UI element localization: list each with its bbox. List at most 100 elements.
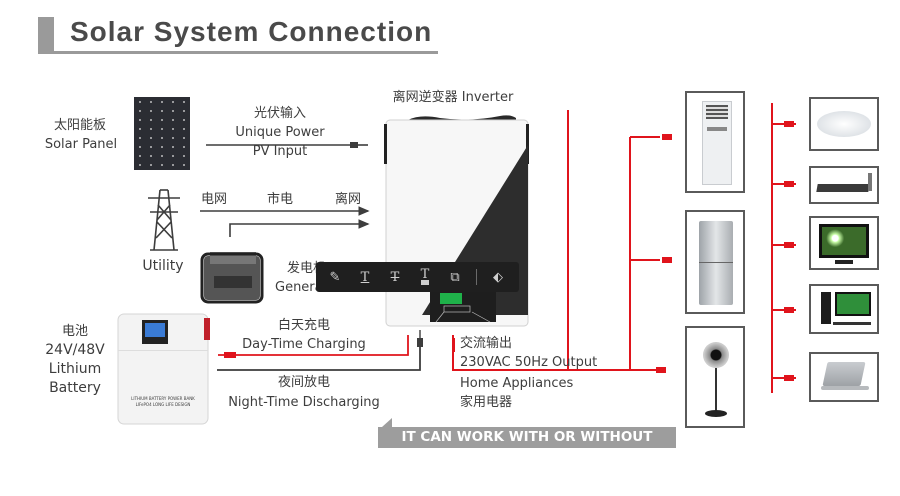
generator-icon — [200, 252, 264, 304]
inverter-label: 离网逆变器 Inverter — [392, 90, 514, 105]
solar-cell — [139, 110, 141, 112]
appliance-desktop-computer — [809, 284, 879, 334]
solar-cell — [183, 119, 185, 121]
night-discharging-line — [217, 330, 423, 371]
battery-print-2: LIFePO4 LONG LIFE DESIGN — [135, 402, 191, 407]
ac-plugs-left — [656, 134, 672, 373]
pv-input-line — [206, 142, 368, 148]
battery-label-zh: 电池 — [61, 324, 88, 339]
text-replace-icon: T — [420, 268, 430, 285]
solar-panel-label-zh: 太阳能板 — [53, 118, 106, 133]
battery-voltage-label: 24V/48V — [45, 342, 105, 358]
air-conditioner-icon — [702, 101, 732, 185]
battery-print-1: LITHIUM BATTERY POWER BANK — [131, 396, 195, 401]
solar-cell — [172, 137, 174, 139]
solar-cell — [161, 119, 163, 121]
appliance-laptop — [809, 352, 879, 402]
utility-line-label-mains: 市电 — [266, 192, 293, 207]
annotation-toolbar: ✎ T T T ⧉ ⬖ — [316, 262, 519, 292]
solar-cell — [183, 128, 185, 130]
ceiling-light-icon — [817, 111, 871, 137]
underline-button[interactable]: T — [350, 262, 380, 292]
solar-cell — [183, 101, 185, 103]
solar-cell — [139, 155, 141, 157]
solar-cell — [172, 164, 174, 166]
highlight-button[interactable]: ✎ — [320, 262, 350, 292]
solar-cell — [150, 164, 152, 166]
appliance-television — [809, 216, 879, 270]
solar-cell — [150, 101, 152, 103]
pv-input-label-en-1: Unique Power — [235, 125, 325, 140]
day-charging-label-en: Day-Time Charging — [242, 337, 366, 352]
solar-cell — [150, 155, 152, 157]
night-discharging-label-zh: 夜间放电 — [277, 375, 330, 390]
pv-input-label-zh: 光伏输入 — [253, 106, 306, 121]
day-charging-label-zh: 白天充电 — [277, 318, 330, 333]
tag-button[interactable]: ⬖ — [483, 262, 513, 292]
battery-type-label-1: Lithium — [48, 361, 102, 377]
solar-panel-icon — [134, 97, 190, 170]
solar-cell — [172, 101, 174, 103]
solar-cell — [139, 146, 141, 148]
appliance-dvd-player — [809, 166, 879, 204]
inverter-icon — [384, 115, 529, 327]
replace-text-button[interactable]: T — [410, 262, 440, 292]
title-underline — [38, 51, 438, 54]
ac-output-label-en: 230VAC 50Hz Output — [460, 355, 598, 370]
solar-cell — [172, 146, 174, 148]
copy-icon: ⧉ — [450, 269, 460, 285]
power-tower-icon — [148, 189, 180, 251]
solar-cell — [161, 155, 163, 157]
solar-cell — [139, 101, 141, 103]
solar-cell — [150, 119, 152, 121]
solar-cell — [139, 119, 141, 121]
home-appliances-label-en: Home Appliances — [460, 376, 574, 391]
text-strikethrough-icon: T — [390, 269, 400, 285]
generator-line — [229, 219, 370, 237]
solar-cell — [183, 146, 185, 148]
appliance-refrigerator — [685, 210, 745, 314]
solar-cell — [150, 110, 152, 112]
pen-icon: ✎ — [329, 269, 341, 285]
appliance-air-conditioner — [685, 91, 745, 193]
solar-cell — [139, 128, 141, 130]
refrigerator-icon — [699, 221, 733, 305]
solar-panel-label-en: Solar Panel — [44, 137, 118, 152]
utility-label: Utility — [142, 258, 184, 274]
ac-plugs-right — [784, 121, 794, 381]
page-title: Solar System Connection — [70, 16, 433, 47]
solar-cell — [161, 164, 163, 166]
solar-cell — [183, 155, 185, 157]
solar-cell — [161, 137, 163, 139]
appliance-standing-fan — [685, 326, 745, 428]
utility-line-label-offgrid: 离网 — [334, 192, 361, 207]
solar-cell — [172, 128, 174, 130]
solar-cell — [172, 155, 174, 157]
ac-output-label-zh: 交流输出 — [460, 336, 513, 351]
toolbar-separator — [476, 269, 477, 285]
solar-cell — [139, 137, 141, 139]
solar-cell — [150, 128, 152, 130]
solar-cell — [183, 137, 185, 139]
solar-cell — [172, 119, 174, 121]
solar-cell — [161, 128, 163, 130]
solar-cell — [183, 164, 185, 166]
night-discharging-label-en: Night-Time Discharging — [228, 395, 380, 410]
solar-cell — [161, 101, 163, 103]
home-appliances-label-zh: 家用电器 — [460, 395, 513, 410]
utility-line-label-grid: 电网 — [200, 192, 227, 207]
strikethrough-button[interactable]: T — [380, 262, 410, 292]
solar-cell — [172, 110, 174, 112]
text-underline-icon: T — [360, 269, 370, 285]
solar-cell — [161, 146, 163, 148]
solar-cell — [183, 110, 185, 112]
solar-cell — [161, 110, 163, 112]
tag-icon: ⬖ — [493, 269, 503, 285]
copy-button[interactable]: ⧉ — [440, 262, 470, 292]
battery-pack-icon — [117, 313, 210, 425]
solar-cell — [139, 164, 141, 166]
battery-type-label-2: Battery — [49, 380, 101, 396]
appliance-ceiling-light — [809, 97, 879, 151]
solar-cell — [150, 137, 152, 139]
